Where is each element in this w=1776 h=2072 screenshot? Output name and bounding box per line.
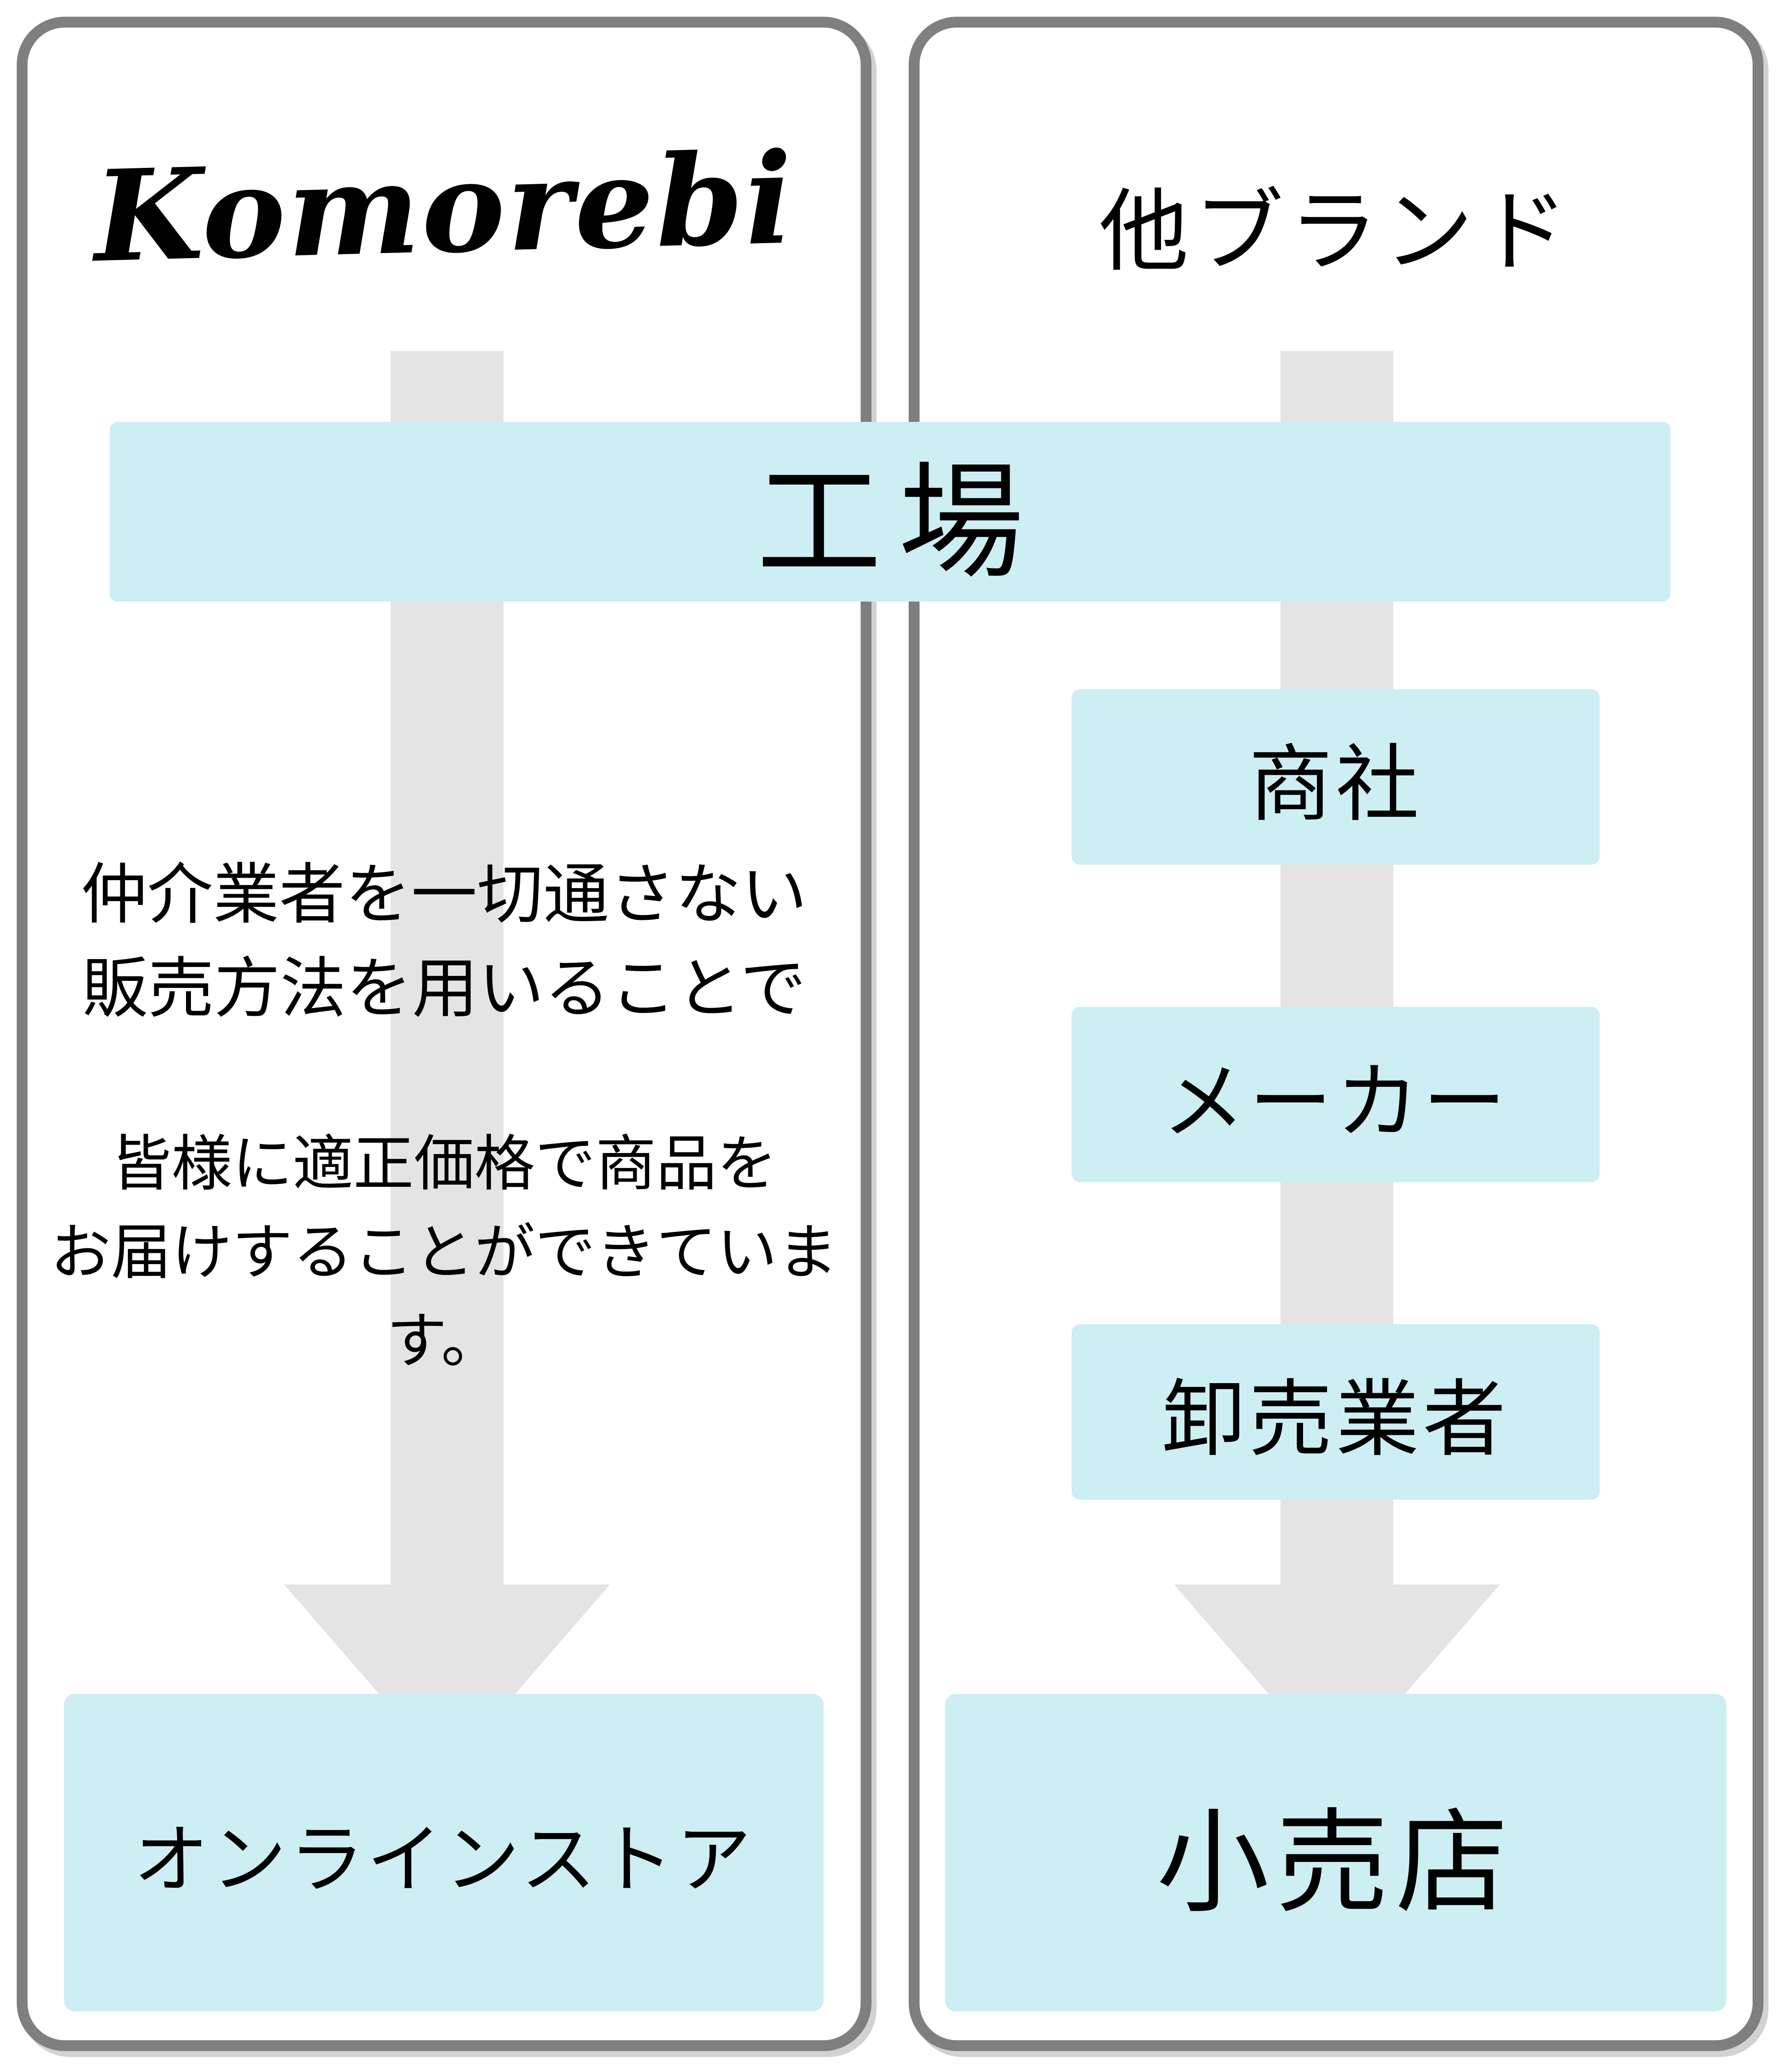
- factory-banner: 工場: [110, 422, 1670, 602]
- step-box-trading-company: 商社: [1072, 689, 1600, 865]
- step-label: 商社: [1248, 738, 1423, 831]
- fair-price-paragraph: 皆様に適正価格で商品を お届けすることができています。: [28, 1120, 861, 1385]
- retail-store-box: 小売店: [945, 1694, 1726, 2011]
- factory-banner-label: 工場: [756, 452, 1041, 593]
- komorebi-logo: Komorebi: [92, 124, 796, 290]
- online-store-label: オンラインストア: [133, 1818, 754, 1902]
- no-middleman-paragraph: 仲介業者を一切通さない 販売方法を用いることで: [28, 848, 861, 1036]
- retail-store-label: 小売店: [1156, 1800, 1515, 1926]
- step-label: 卸売業者: [1161, 1373, 1509, 1466]
- step-box-maker: メーカー: [1072, 1007, 1600, 1182]
- step-label: メーカー: [1161, 1056, 1509, 1149]
- paragraph-line: 仲介業者を一切通さない: [81, 858, 807, 932]
- paragraph-line: 皆様に適正価格で商品を: [111, 1130, 777, 1198]
- other-brands-heading: 他ブランド: [1099, 181, 1573, 282]
- online-store-box: オンラインストア: [64, 1694, 823, 2011]
- paragraph-line: 販売方法を用いることで: [82, 952, 806, 1026]
- step-box-wholesaler: 卸売業者: [1072, 1324, 1600, 1500]
- paragraph-line: お届けすることができています。: [50, 1219, 838, 1375]
